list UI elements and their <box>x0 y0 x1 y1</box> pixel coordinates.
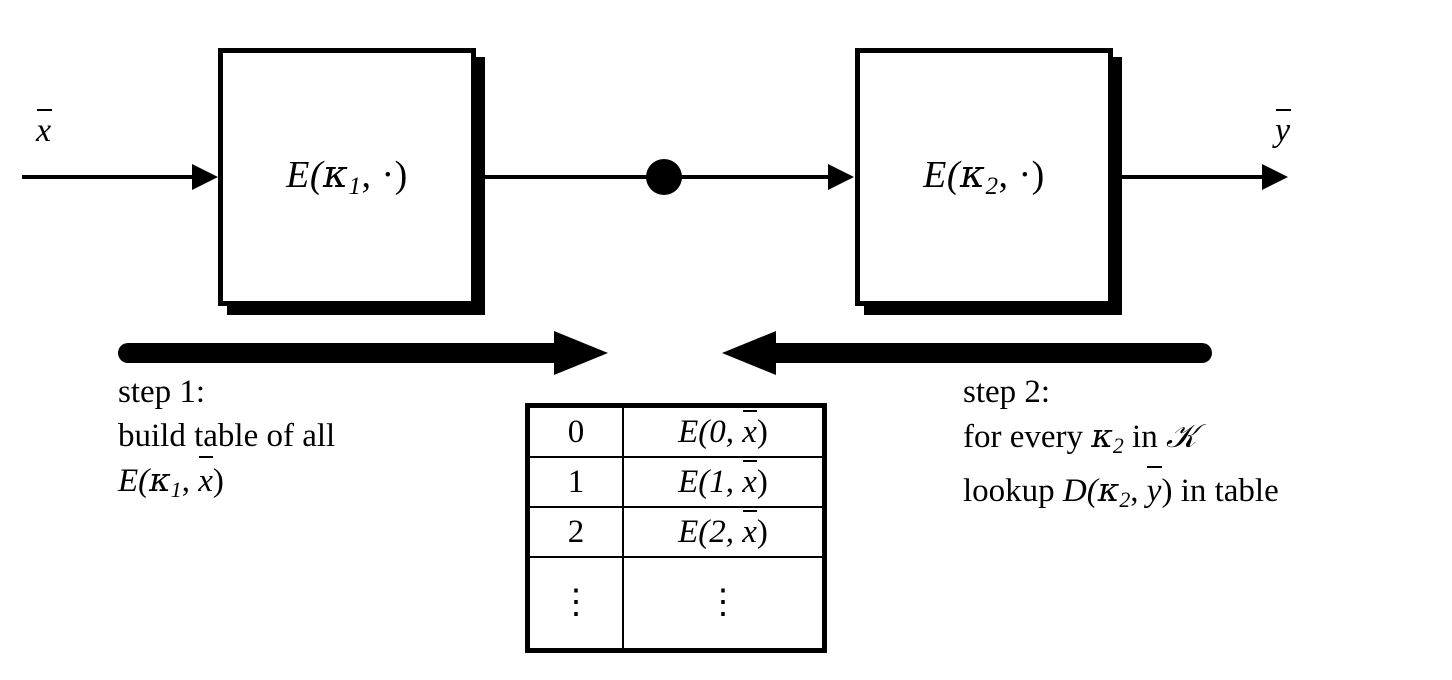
lookup-table-body: 0 E(0, x) 1 E(1, x) 2 E(2, x) ⋮ ⋮ <box>526 404 826 652</box>
table-value-xbar: x <box>742 460 758 500</box>
step-2-kappa-subscript-2: 2 <box>1119 488 1131 513</box>
kappa-glyph-1: κ <box>323 152 349 197</box>
table-cell-key: 1 <box>526 456 624 508</box>
vertical-ellipsis-icon: ⋮ <box>559 584 593 621</box>
output-label-text: y <box>1275 108 1291 149</box>
step-2-d-prefix: D( <box>1062 473 1098 510</box>
step-1-kappa-glyph: κ <box>149 460 171 499</box>
table-row-ellipsis: ⋮ ⋮ <box>526 556 826 652</box>
table-cell-value: E(0, x) <box>622 404 826 458</box>
midpoint-junction-dot[interactable] <box>646 159 682 195</box>
input-label-text: x <box>36 108 52 149</box>
table-value-xbar: x <box>742 410 758 450</box>
table-value-suffix: ) <box>756 413 768 450</box>
step-1-heading: step 1: <box>118 374 206 410</box>
table-cell-value: E(2, x) <box>622 506 826 558</box>
e-function-args-2: , ·) <box>998 154 1045 197</box>
step-1-line-3: E(κ1, x) <box>118 455 335 512</box>
step-2-comma: , <box>1130 473 1147 510</box>
step-2-line-2: for every κ2 in 𝒦 <box>963 414 1279 468</box>
table-cell-value: E(1, x) <box>622 456 826 508</box>
table-value-prefix: E(2, <box>678 513 743 550</box>
kappa-subscript-1: 1 <box>348 173 362 201</box>
intermediate-arrowhead-icon <box>828 164 854 190</box>
step-2-kappa-glyph: κ <box>1091 416 1113 455</box>
table-value-prefix: E(0, <box>678 413 743 450</box>
step-2-kappa-glyph-2: κ <box>1097 470 1120 510</box>
step-2-ybar: y <box>1147 465 1162 513</box>
step-2-lookup-text: lookup <box>963 473 1063 510</box>
table-row: 1 E(1, x) <box>526 456 826 508</box>
table-cell-key: 0 <box>526 404 624 458</box>
e-function-name-2: E( <box>923 154 961 197</box>
table-value-prefix: E(1, <box>678 463 743 500</box>
step-1-e-suffix: ) <box>212 463 224 499</box>
table-value-xbar: x <box>742 510 758 550</box>
step-1-caption: step 1: build table of all E(κ1, x) <box>118 370 335 512</box>
step-2-line-3: lookup D(κ2, y) in table <box>963 465 1279 522</box>
step-1-kappa-subscript: 1 <box>170 478 182 503</box>
output-label: y <box>1275 108 1291 150</box>
keyspace-symbol: 𝒦 <box>1165 416 1197 455</box>
step-2-in-text: in <box>1123 419 1166 455</box>
step-1-arrow-icon <box>118 327 610 379</box>
first-encryption-block-label: E(κ1, ·) <box>286 152 408 201</box>
step-1-comma: , <box>181 463 199 499</box>
kappa-subscript-2: 2 <box>985 173 999 201</box>
table-row: 0 E(0, x) <box>526 404 826 458</box>
second-encryption-block[interactable]: E(κ2, ·) <box>855 48 1113 306</box>
table-cell-value-ellipsis: ⋮ <box>622 556 826 652</box>
step-1-xbar: x <box>198 455 214 503</box>
kappa-glyph-2: κ <box>960 152 986 197</box>
table-cell-key-ellipsis: ⋮ <box>526 556 624 652</box>
table-value-suffix: ) <box>756 463 768 500</box>
step-2-for-every-text: for every <box>963 419 1092 455</box>
e-function-name-1: E( <box>286 154 324 197</box>
output-arrowhead-icon <box>1262 164 1288 190</box>
table-value-suffix: ) <box>756 513 768 550</box>
input-label: x <box>36 108 52 150</box>
input-arrowhead-icon <box>192 164 218 190</box>
step-2-kappa-subscript: 2 <box>1112 434 1124 459</box>
step-2-caption: step 2: for every κ2 in 𝒦 lookup D(κ2, y… <box>963 370 1279 522</box>
input-wire <box>22 175 197 179</box>
step-2-arrow-icon <box>716 327 1212 379</box>
output-wire <box>1113 175 1266 179</box>
step-2-heading: step 2: <box>963 374 1051 410</box>
vertical-ellipsis-icon: ⋮ <box>706 584 740 621</box>
step-1-line-2: build table of all <box>118 418 336 454</box>
table-cell-key: 2 <box>526 506 624 558</box>
first-encryption-block[interactable]: E(κ1, ·) <box>218 48 476 306</box>
step-2-in-table-text: in table <box>1172 473 1279 510</box>
precomputed-lookup-table: 0 E(0, x) 1 E(1, x) 2 E(2, x) ⋮ ⋮ <box>525 403 827 653</box>
second-encryption-block-label: E(κ2, ·) <box>923 152 1045 201</box>
step-2-d-suffix: ) <box>1161 473 1173 510</box>
e-function-args-1: , ·) <box>361 154 408 197</box>
table-row: 2 E(2, x) <box>526 506 826 558</box>
step-1-e-prefix: E( <box>118 463 150 499</box>
